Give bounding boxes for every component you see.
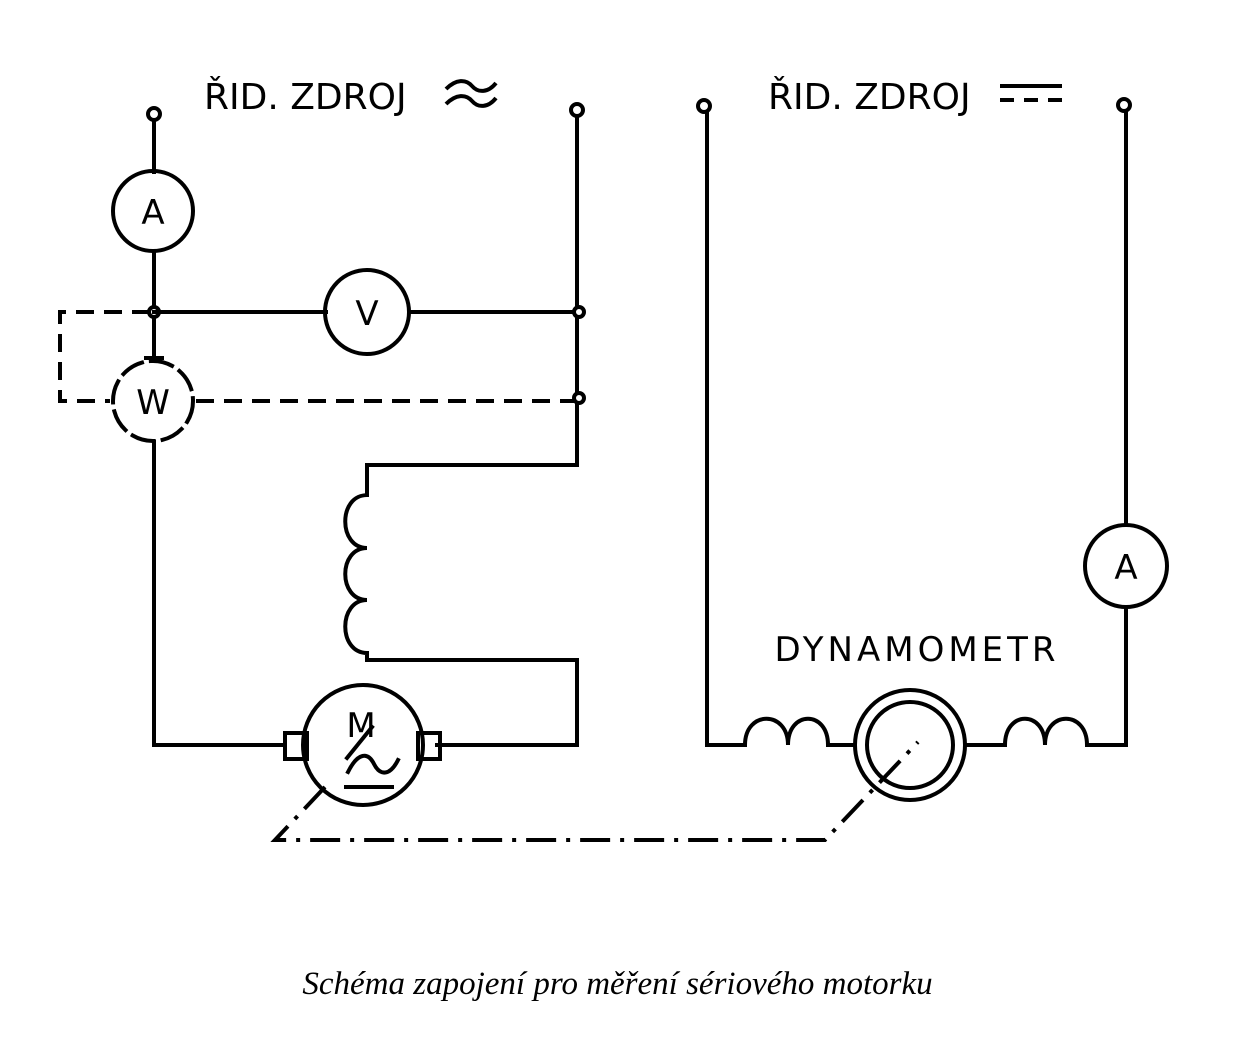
dynamometer-coil-right [1002, 716, 1090, 748]
dynamometer-coil-left [742, 716, 831, 748]
motor-arrow [344, 724, 375, 761]
dynamometer-outer [853, 688, 967, 802]
motor-brush-right [416, 731, 442, 761]
left-ac-circuit [58, 102, 586, 807]
series-field-coil [343, 463, 579, 747]
dc-source-terminal-left [696, 98, 712, 114]
dynamometer-label: DYNAMOMETR [774, 630, 1059, 670]
ammeter-label: A [141, 193, 164, 233]
motor-symbol [301, 683, 425, 807]
motor-brush-left [283, 731, 309, 761]
ac-source-label: ŘID. ZDROJ [204, 76, 407, 118]
shaft-coupling-line [270, 740, 920, 842]
right-dc-circuit [696, 97, 1169, 802]
junction [572, 305, 586, 319]
wattmeter-dashed-connections [58, 310, 577, 403]
dynamometer-inner [865, 700, 955, 790]
figure-caption: Schéma zapojení pro měření sériového mot… [302, 966, 933, 1002]
wattmeter-label: W [136, 383, 170, 423]
motor-label: M [346, 706, 375, 746]
junction [572, 391, 586, 405]
wattmeter-symbol [111, 359, 195, 443]
dc-symbol-icon [1000, 84, 1062, 102]
voltmeter-label: V [355, 294, 378, 334]
dc-source-label: ŘID. ZDROJ [768, 76, 971, 118]
motor-ac-wave [345, 753, 401, 775]
ammeter-dc-label: A [1114, 548, 1137, 588]
ac-symbol-icon [444, 79, 498, 108]
